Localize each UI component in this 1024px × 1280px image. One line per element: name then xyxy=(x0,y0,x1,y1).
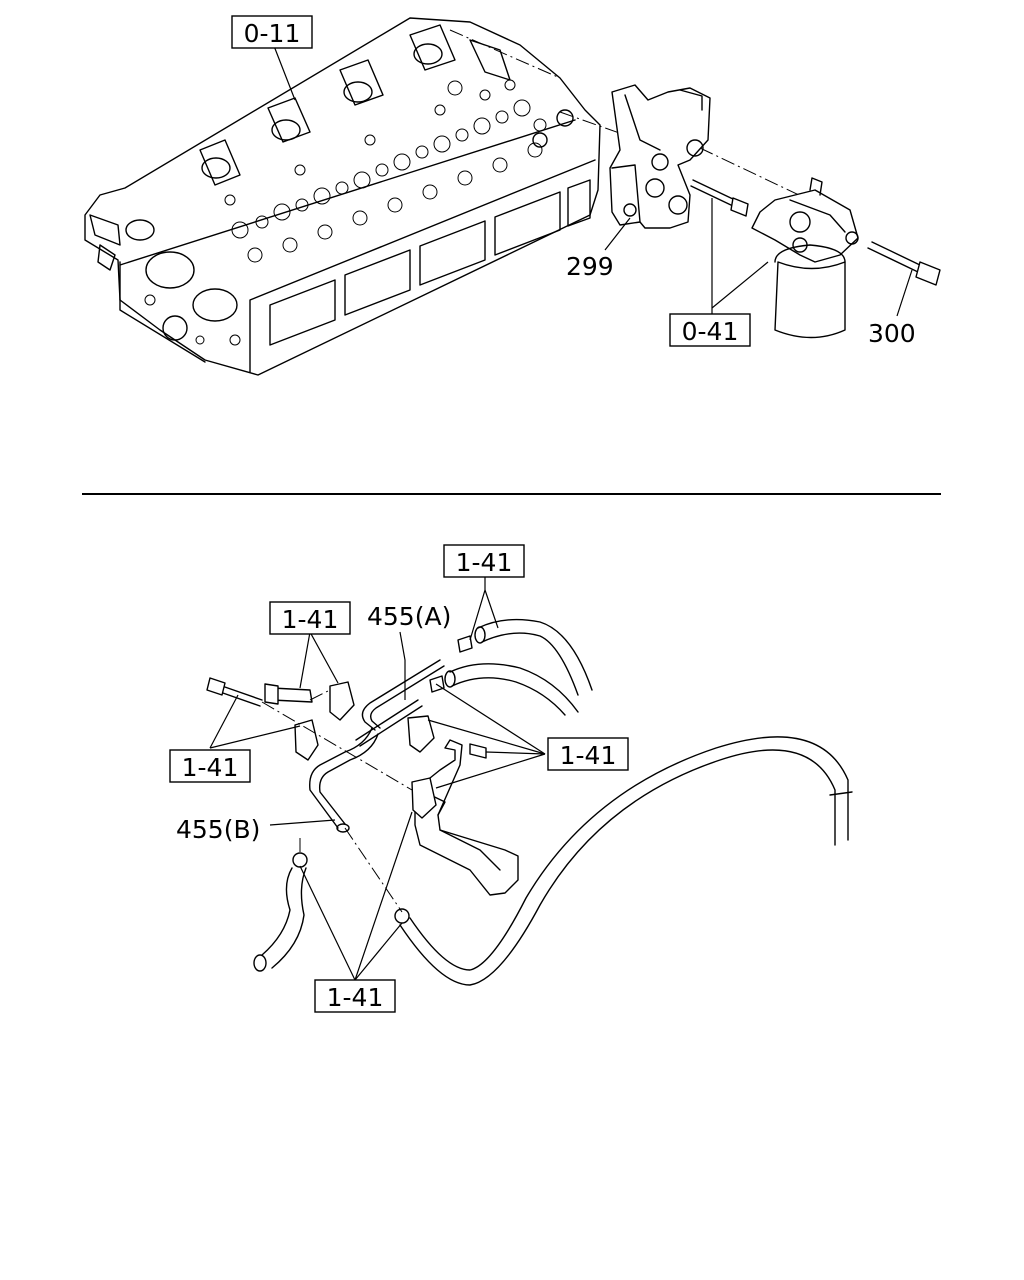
callout-box xyxy=(443,544,525,578)
alignment-line xyxy=(261,701,413,791)
alignment-line xyxy=(344,827,403,913)
lower-left-hose-drawing xyxy=(253,867,307,972)
callout-box xyxy=(269,601,351,635)
part-number-455a[interactable]: 455(A) xyxy=(367,602,451,631)
alignment-line xyxy=(309,689,331,701)
pipe-a-drawing xyxy=(355,659,445,747)
alignment-line xyxy=(699,147,821,206)
leader-line xyxy=(299,631,311,689)
leader-line xyxy=(209,694,239,749)
ref-label-cylinder-head[interactable]: 0-11 xyxy=(244,19,301,48)
pipe-b-drawing xyxy=(309,727,379,833)
leader-line xyxy=(435,683,546,755)
ref-label-clamps-right[interactable]: 1-41 xyxy=(560,741,617,770)
leader-line xyxy=(354,811,413,981)
leader-line xyxy=(299,865,356,981)
leader-line xyxy=(399,631,406,700)
pipe-bracket-drawing xyxy=(414,739,519,896)
callout-box xyxy=(314,979,396,1013)
callout-box xyxy=(169,749,251,783)
leader-line xyxy=(485,751,546,755)
ref-label-clip-upper[interactable]: 1-41 xyxy=(282,605,339,634)
leader-line xyxy=(209,725,301,749)
leader-line xyxy=(484,589,499,629)
part-number-300[interactable]: 300 xyxy=(868,319,916,348)
part-number-299[interactable]: 299 xyxy=(566,252,614,281)
leader-line xyxy=(435,753,546,789)
long-bolt-drawing xyxy=(867,241,941,286)
cylinder-head-drawing xyxy=(84,17,601,376)
alignment-line xyxy=(559,111,626,136)
callout-box xyxy=(669,313,751,347)
return-hose-drawing xyxy=(399,736,853,986)
leader-line xyxy=(269,819,336,826)
callout-box xyxy=(547,737,629,771)
leader-line xyxy=(273,45,296,101)
part-number-455b[interactable]: 455(B) xyxy=(176,815,260,844)
callout-box xyxy=(231,15,313,49)
leader-line xyxy=(896,269,913,317)
filter-mount-bolt-drawing xyxy=(690,179,749,217)
ref-label-bolt-clip-left[interactable]: 1-41 xyxy=(182,753,239,782)
alignment-line xyxy=(449,29,561,79)
fuel-filter-drawing xyxy=(751,177,859,339)
ref-label-clamps-bottom[interactable]: 1-41 xyxy=(327,983,384,1012)
leader-line xyxy=(427,719,546,755)
bracket-drawing xyxy=(609,84,711,229)
leader-line xyxy=(711,261,769,309)
leader-line xyxy=(354,922,403,981)
leader-line xyxy=(309,631,339,684)
ref-label-fuel-filter[interactable]: 0-41 xyxy=(682,317,739,346)
leader-line xyxy=(469,575,486,641)
ref-label-hose-top[interactable]: 1-41 xyxy=(456,548,513,577)
upper-hose-drawing xyxy=(429,618,593,716)
leader-line xyxy=(604,217,631,251)
